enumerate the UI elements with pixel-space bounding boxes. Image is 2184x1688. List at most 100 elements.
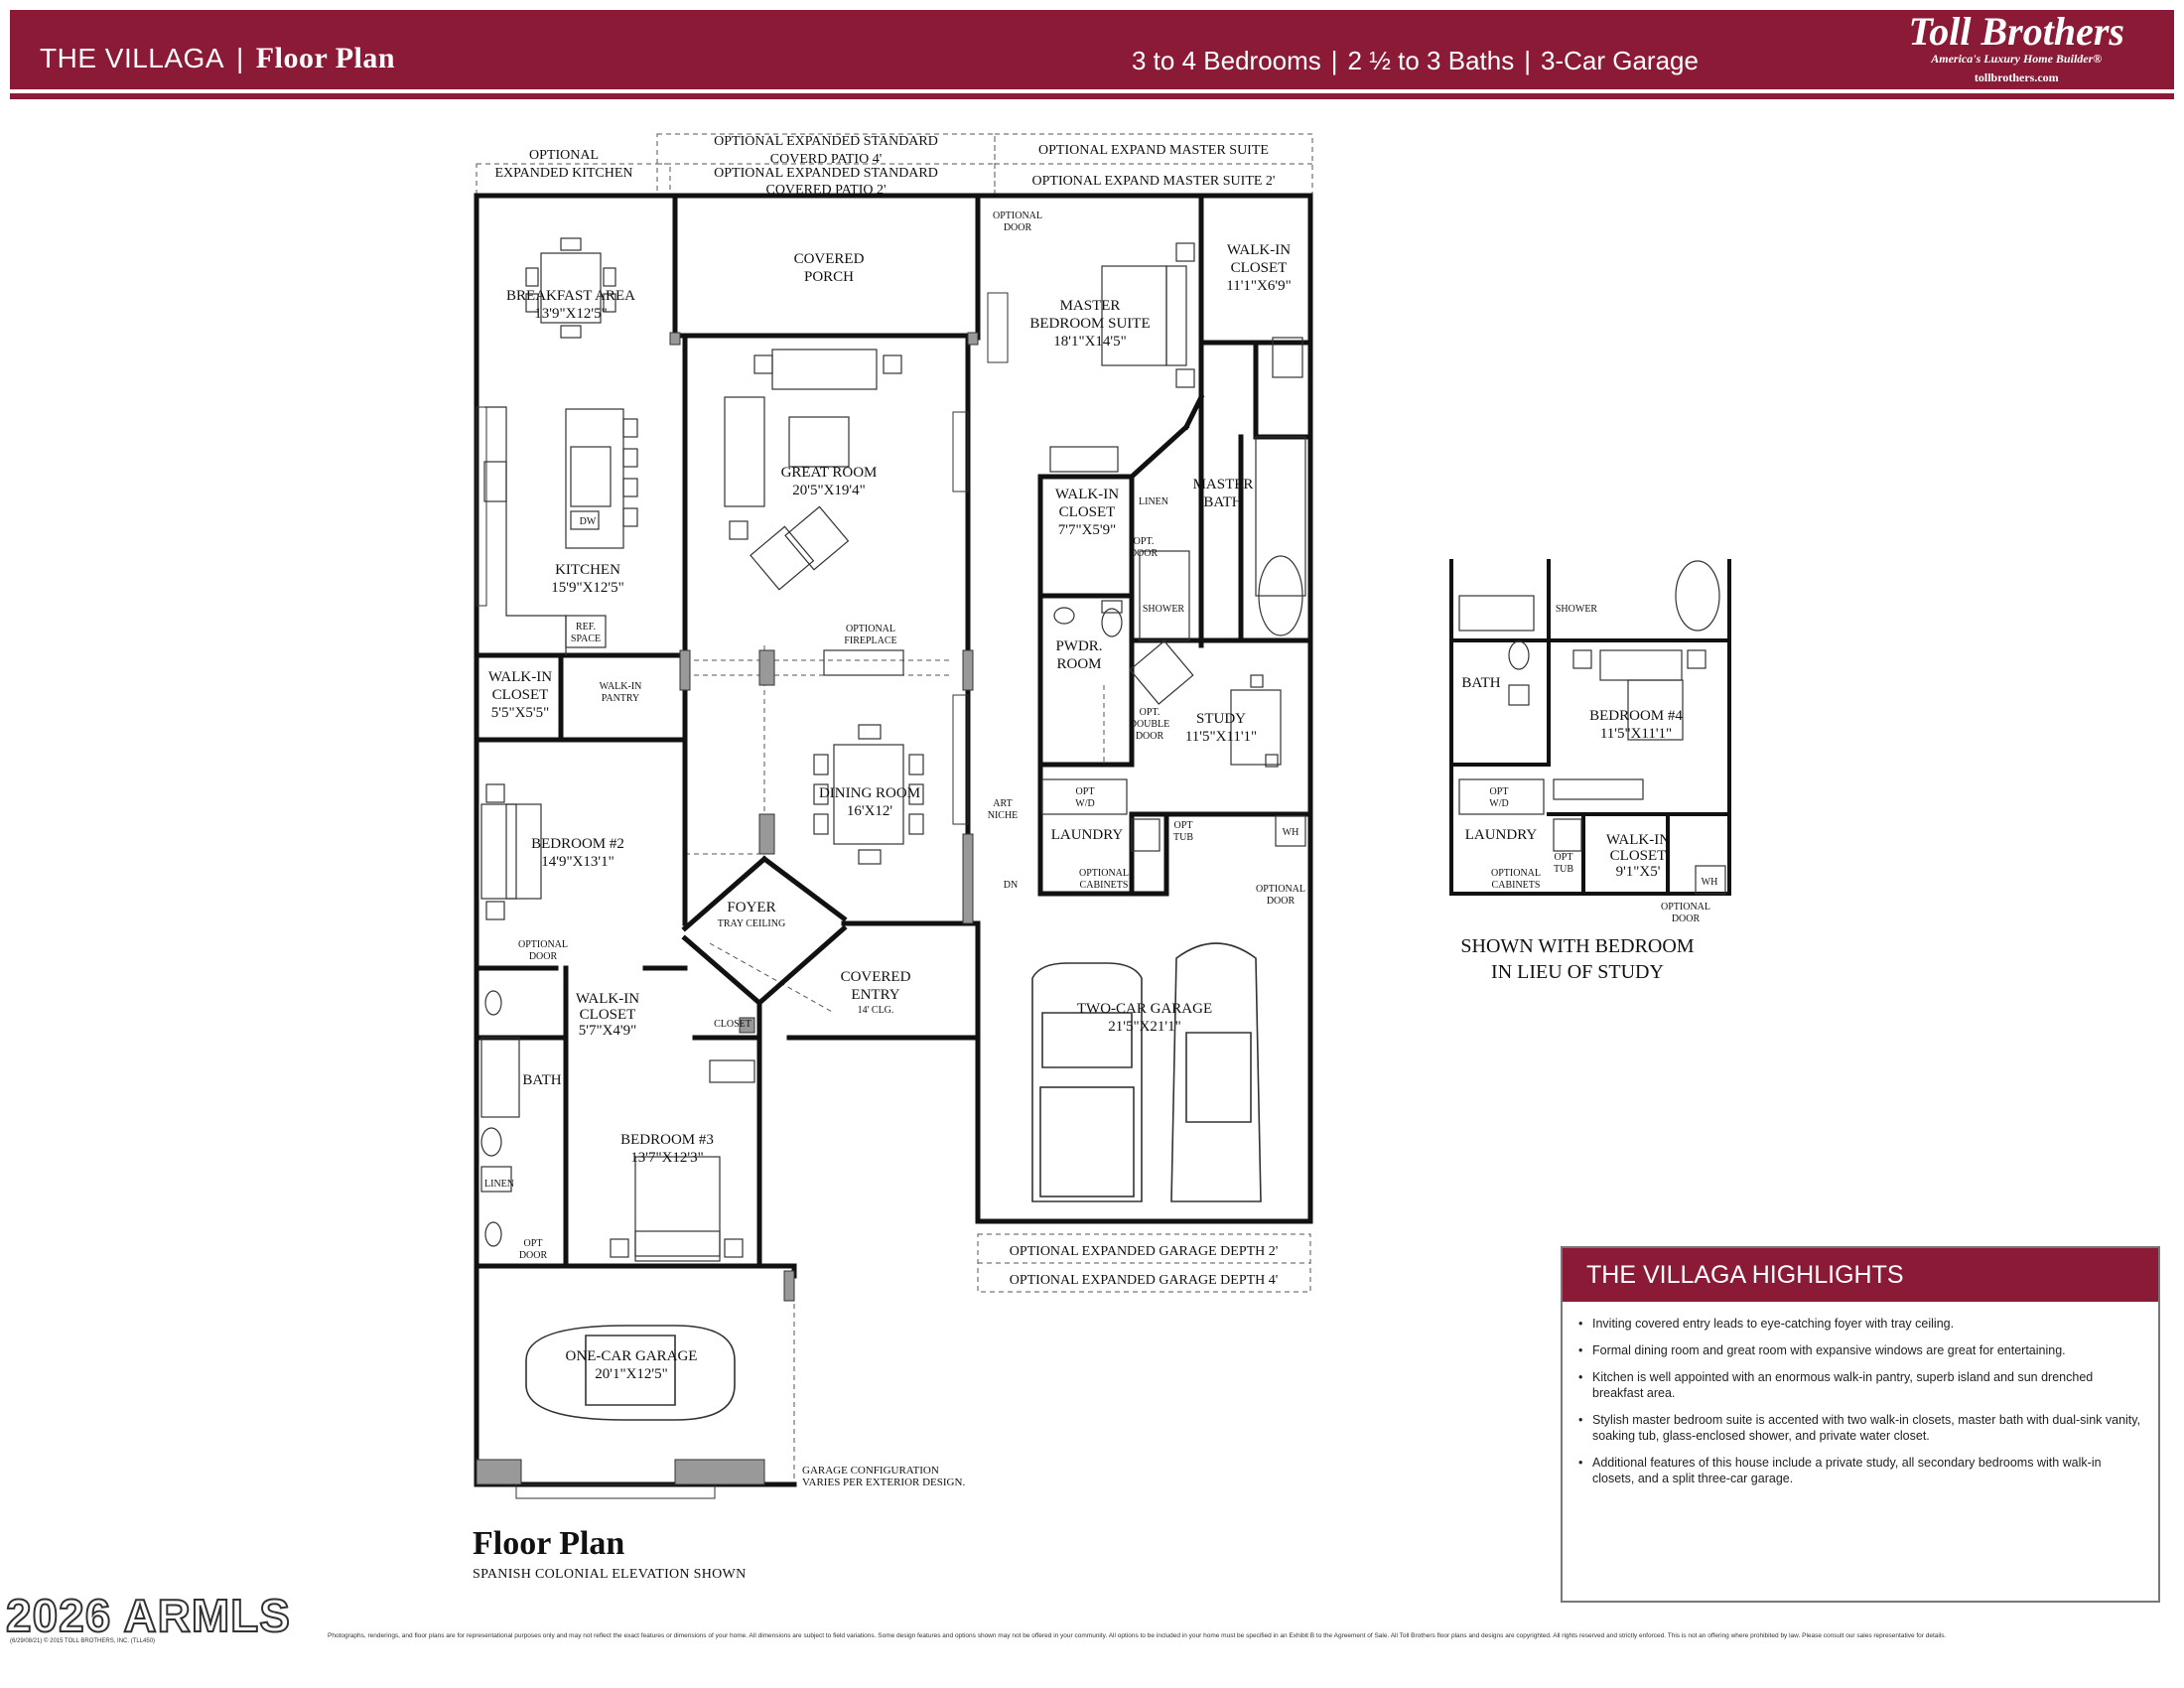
room-kitchen-closet-1: WALK-IN <box>488 669 552 685</box>
room-study-size: 11'5"X11'1" <box>1185 729 1257 745</box>
label-opt-cabinets-2: CABINETS <box>1080 880 1129 891</box>
label-ref-2: SPACE <box>571 633 601 644</box>
room-wic2-2: CLOSET <box>1059 504 1116 520</box>
highlight-item: Additional features of this house includ… <box>1578 1455 2146 1486</box>
room-master-1: MASTER <box>1060 298 1121 314</box>
label-optdoor-top-2: DOOR <box>1004 222 1032 233</box>
label-opt-tub-1: OPT <box>1174 820 1193 831</box>
section-name: Floor Plan <box>255 42 396 74</box>
alt-room-bath: BATH <box>1461 675 1500 691</box>
label-opt-cabinets-1: OPTIONAL <box>1079 868 1129 879</box>
room-wic2-size: 7'7"X5'9" <box>1058 522 1116 538</box>
room-kitchen: KITCHEN <box>555 562 620 578</box>
room-wic3-1: WALK-IN <box>576 991 639 1007</box>
label-fireplace-1: OPTIONAL <box>846 624 895 634</box>
room-bath: BATH <box>522 1072 561 1088</box>
room-foyer: FOYER <box>727 900 775 915</box>
label-double-door-2: DOUBLE <box>1130 719 1170 730</box>
community-name: THE VILLAGA <box>40 43 225 73</box>
label-opt-door-1: OPT. <box>1134 536 1155 547</box>
plan-subtitle: SPANISH COLONIAL ELEVATION SHOWN <box>473 1567 747 1582</box>
header-specs: 3 to 4 Bedrooms|2 ½ to 3 Baths|3-Car Gar… <box>1132 46 1699 76</box>
header-separator: | <box>236 43 244 73</box>
room-one-car-size: 20'1"X12'5" <box>595 1366 667 1382</box>
label-optdoor-top-1: OPTIONAL <box>993 211 1042 221</box>
alternate-caption-line-2: IN LIEU OF STUDY <box>1491 961 1664 983</box>
room-bedroom2: BEDROOM #2 <box>531 836 624 852</box>
label-master-suite: OPTIONAL EXPAND MASTER SUITE <box>1038 143 1269 158</box>
alt-room-bedroom4-size: 11'5"X11'1" <box>1600 726 1672 742</box>
toll-brothers-logo[interactable]: Toll Brothers America's Luxury Home Buil… <box>1909 12 2124 85</box>
alternate-caption: SHOWN WITH BEDROOM IN LIEU OF STUDY <box>1435 933 1719 985</box>
room-one-car: ONE-CAR GARAGE <box>566 1348 698 1364</box>
alt-label-cabinets-2: CABINETS <box>1492 880 1541 891</box>
label-opt-tub-2: TUB <box>1173 832 1193 843</box>
highlights-panel: THE VILLAGA HIGHLIGHTS Inviting covered … <box>1561 1246 2160 1603</box>
alt-label-opt-tub-1: OPT <box>1555 852 1573 863</box>
copyright: (6/29/08/21) © 2015 TOLL BROTHERS, INC. … <box>10 1638 156 1644</box>
spec-bedrooms: 3 to 4 Bedrooms <box>1132 46 1321 75</box>
label-opt-door2-1: OPT <box>524 1238 543 1249</box>
label-opt-kitchen-2: EXPANDED KITCHEN <box>494 166 632 181</box>
room-breakfast-size: 13'9"X12'5" <box>534 306 607 322</box>
header-rule <box>10 93 2174 99</box>
logo-url[interactable]: tollbrothers.com <box>1974 70 2059 84</box>
room-wic2-1: WALK-IN <box>1055 487 1119 502</box>
alt-label-shower: SHOWER <box>1556 604 1598 615</box>
alternate-caption-line-1: SHOWN WITH BEDROOM <box>1460 935 1695 957</box>
alt-label-wh: WH <box>1702 877 1718 888</box>
label-dn: DN <box>1004 880 1018 891</box>
room-wic3-size: 5'7"X4'9" <box>579 1023 636 1039</box>
room-pwdr-1: PWDR. <box>1055 638 1102 654</box>
logo-brand: Toll Brothers <box>1908 9 2124 54</box>
label-linen-bath: LINEN <box>484 1179 514 1190</box>
spec-separator: | <box>1524 46 1531 75</box>
label-ref-1: REF. <box>576 622 596 633</box>
logo-tagline: America's Luxury Home Builder® <box>1931 52 2103 66</box>
spec-garage: 3-Car Garage <box>1540 46 1699 75</box>
room-dining-size: 16'X12' <box>847 803 893 819</box>
label-garage-depth-4: OPTIONAL EXPANDED GARAGE DEPTH 4' <box>1010 1273 1279 1288</box>
label-garage-config-1: GARAGE CONFIGURATION <box>802 1465 939 1477</box>
alt-label-opt-wd-2: W/D <box>1489 798 1508 809</box>
alt-label-optdoor-2: DOOR <box>1672 914 1701 924</box>
room-master-bath-1: MASTER <box>1193 477 1254 492</box>
room-porch-2: PORCH <box>804 269 854 285</box>
room-wic3-2: CLOSET <box>580 1007 636 1023</box>
label-patio4-2: COVERD PATIO 4' <box>770 152 882 167</box>
label-double-door-3: DOOR <box>1136 731 1164 742</box>
watermark: 2026 ARMLS <box>5 1589 291 1642</box>
room-study: STUDY <box>1196 711 1246 727</box>
label-master-suite-2: OPTIONAL EXPAND MASTER SUITE 2' <box>1032 174 1276 189</box>
header-title: THE VILLAGA | Floor Plan <box>40 42 395 75</box>
room-great: GREAT ROOM <box>781 465 878 481</box>
room-laundry: LAUNDRY <box>1051 827 1124 843</box>
room-entry-2: ENTRY <box>851 987 899 1003</box>
room-master-2: BEDROOM SUITE <box>1029 316 1150 332</box>
room-two-car: TWO-CAR GARAGE <box>1077 1001 1212 1017</box>
label-patio4-1: OPTIONAL EXPANDED STANDARD <box>714 134 938 149</box>
alt-label-optdoor-1: OPTIONAL <box>1661 902 1710 913</box>
highlight-item: Kitchen is well appointed with an enormo… <box>1578 1369 2146 1401</box>
alt-room-wic-1: WALK-IN <box>1606 832 1670 848</box>
alt-room-laundry: LAUNDRY <box>1465 827 1538 843</box>
label-closet: CLOSET <box>714 1019 751 1030</box>
alt-label-opt-tub-2: TUB <box>1554 864 1573 875</box>
label-garage-optdoor-1: OPTIONAL <box>1256 884 1305 895</box>
room-entry-1: COVERED <box>841 969 911 985</box>
room-master-closet-size: 11'1"X6'9" <box>1226 278 1291 294</box>
alt-room-wic-size: 9'1"X5' <box>1616 864 1661 880</box>
label-art-niche-1: ART <box>993 798 1012 809</box>
label-garage-optdoor-2: DOOR <box>1267 896 1296 907</box>
alt-label-cabinets-1: OPTIONAL <box>1491 868 1541 879</box>
label-opt-wd-1: OPT <box>1076 786 1095 797</box>
label-shower: SHOWER <box>1143 604 1185 615</box>
room-bedroom3: BEDROOM #3 <box>620 1132 714 1148</box>
alt-room-wic-2: CLOSET <box>1610 848 1667 864</box>
room-pwdr-2: ROOM <box>1056 656 1101 672</box>
room-master-closet-2: CLOSET <box>1231 260 1288 276</box>
spec-baths: 2 ½ to 3 Baths <box>1347 46 1515 75</box>
label-garage-depth-2: OPTIONAL EXPANDED GARAGE DEPTH 2' <box>1010 1244 1279 1259</box>
alt-label-opt-wd-1: OPT <box>1490 786 1509 797</box>
label-bed2-optdoor-1: OPTIONAL <box>518 939 568 950</box>
